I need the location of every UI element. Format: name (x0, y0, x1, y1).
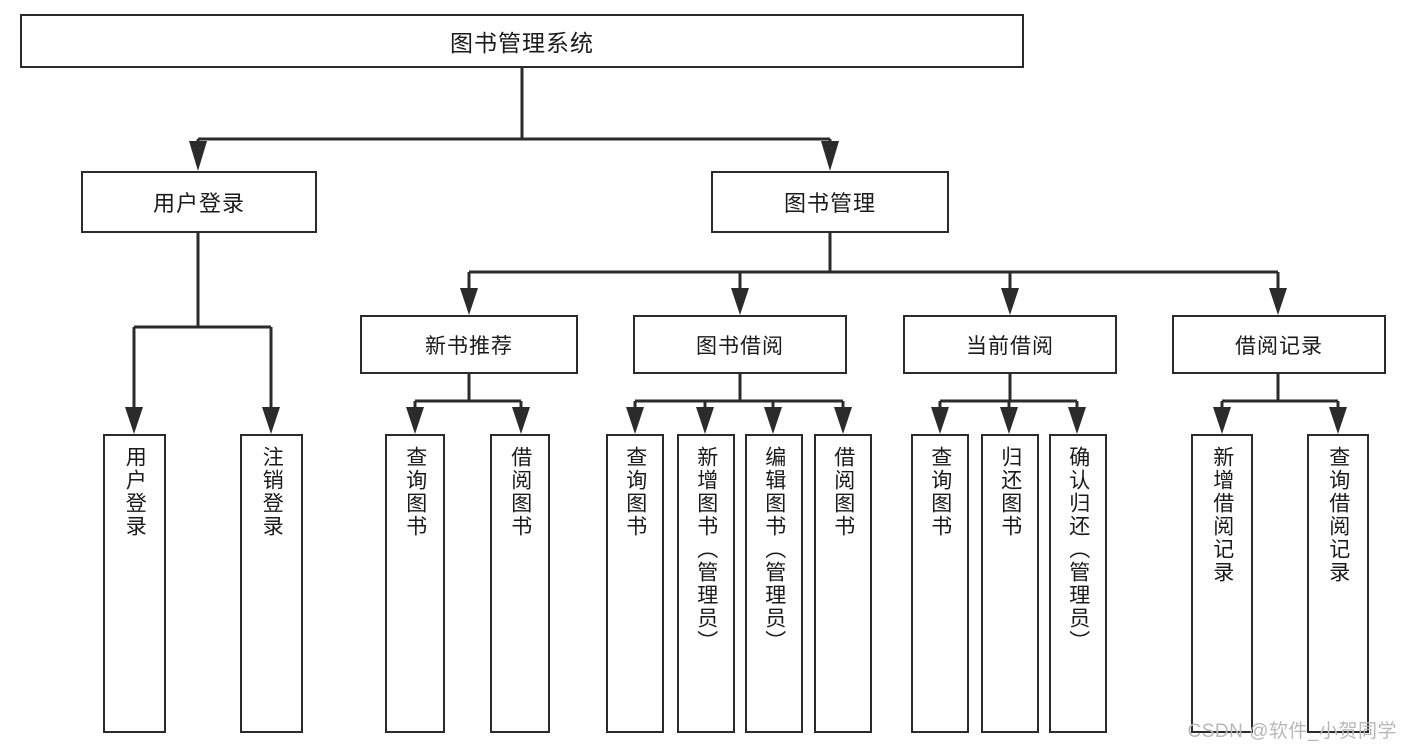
leaf-query-book-current[interactable]: 查询图书 (911, 434, 969, 733)
node-user-login[interactable]: 用户登录 (81, 171, 317, 233)
leaf-logout[interactable]: 注销登录 (240, 434, 303, 733)
leaf-add-book-admin[interactable]: 新增图书（管理员） (677, 434, 735, 733)
leaf-label: 借阅图书 (508, 446, 532, 538)
arrow-leaf-add-record (1213, 407, 1231, 434)
leaf-label: 借阅图书 (831, 446, 855, 538)
arrow-leaf-confirm-return (1068, 407, 1086, 434)
leaf-label: 查询图书 (403, 446, 427, 538)
arrow-leaf-return (1000, 407, 1018, 434)
leaf-label: 注销登录 (260, 446, 284, 538)
leaf-label: 新增借阅记录 (1210, 446, 1234, 584)
leaf-label: 新增图书（管理员） (694, 446, 718, 653)
node-borrow-record[interactable]: 借阅记录 (1172, 315, 1386, 374)
leaf-label: 编辑图书（管理员） (762, 446, 786, 653)
node-book-manage[interactable]: 图书管理 (711, 171, 949, 233)
leaf-label: 查询图书 (928, 446, 952, 538)
leaf-confirm-return-admin[interactable]: 确认归还（管理员） (1049, 434, 1107, 733)
leaf-borrow-book-borrow[interactable]: 借阅图书 (814, 434, 872, 733)
leaf-label: 归还图书 (998, 446, 1022, 538)
arrow-br (1269, 288, 1287, 315)
leaf-return-book[interactable]: 归还图书 (981, 434, 1039, 733)
arrow-leaf-query-3 (931, 407, 949, 434)
arrow-nbr (460, 288, 478, 315)
arrow-leaf-logout (262, 407, 280, 434)
node-book-borrow[interactable]: 图书借阅 (633, 315, 847, 374)
leaf-query-borrow-record[interactable]: 查询借阅记录 (1307, 434, 1369, 733)
node-new-book-recommend[interactable]: 新书推荐 (360, 315, 578, 374)
arrow-leaf-edit-book (764, 407, 782, 434)
leaf-user-login[interactable]: 用户登录 (103, 434, 166, 733)
arrow-leaf-borrow-2 (834, 407, 852, 434)
arrow-leaf-query-2 (626, 407, 644, 434)
arrow-book-manage (821, 141, 839, 171)
arrow-user-login (189, 141, 207, 171)
node-current-borrow[interactable]: 当前借阅 (903, 315, 1117, 374)
arrow-leaf-user-login (125, 407, 143, 434)
leaf-edit-book-admin[interactable]: 编辑图书（管理员） (745, 434, 803, 733)
arrow-leaf-query-record (1329, 407, 1347, 434)
leaf-query-book-new-rec[interactable]: 查询图书 (385, 434, 445, 733)
arrow-leaf-borrow-1 (512, 407, 530, 434)
node-root[interactable]: 图书管理系统 (20, 14, 1024, 68)
leaf-label: 用户登录 (123, 446, 147, 538)
arrow-leaf-query-1 (406, 407, 424, 434)
arrow-cb (1001, 288, 1019, 315)
leaf-label: 查询借阅记录 (1326, 446, 1350, 584)
leaf-label: 查询图书 (623, 446, 647, 538)
leaf-borrow-book-new-rec[interactable]: 借阅图书 (490, 434, 550, 733)
leaf-add-borrow-record[interactable]: 新增借阅记录 (1191, 434, 1253, 733)
arrow-bb (731, 288, 749, 315)
leaf-query-book-borrow[interactable]: 查询图书 (606, 434, 664, 733)
arrow-leaf-add-book (696, 407, 714, 434)
leaf-label: 确认归还（管理员） (1066, 446, 1090, 653)
